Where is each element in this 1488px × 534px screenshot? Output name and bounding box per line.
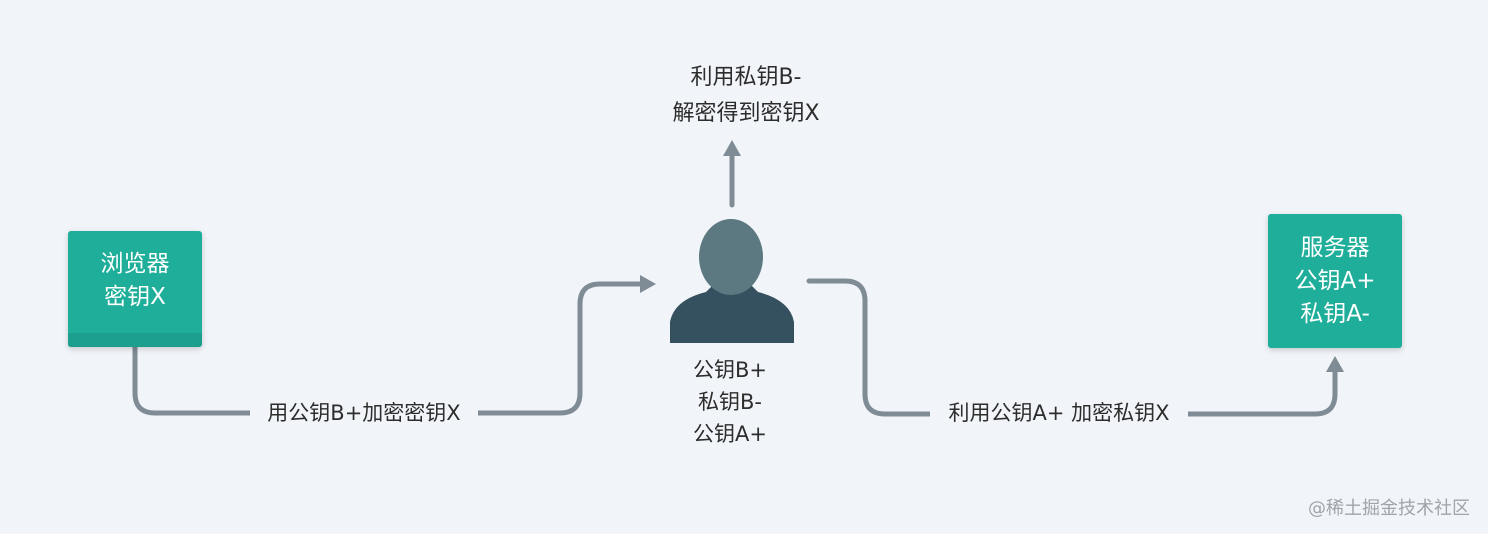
browser-key: 密钥X	[104, 284, 166, 310]
person-key-2: 私钥B-	[698, 390, 762, 414]
top-action-line1: 利用私钥B-	[690, 65, 802, 90]
person-key-1: 公钥B+	[692, 358, 767, 382]
browser-box: 浏览器 密钥X	[68, 231, 202, 347]
connector-arrowhead-server	[1326, 356, 1344, 372]
edge-label-right: 利用公钥A+ 加密私钥X	[930, 397, 1188, 429]
person-icon	[670, 219, 794, 343]
edge-label-left: 用公钥B+加密密钥X	[250, 397, 478, 429]
watermark: @稀土掘金技术社区	[1308, 498, 1470, 519]
server-public-key: 公钥A+	[1294, 267, 1376, 294]
connector-arrowhead-person	[640, 275, 656, 293]
server-title: 服务器	[1300, 234, 1370, 261]
person-keys-label: 公钥B+ 私钥B- 公钥A+	[660, 354, 800, 450]
connector-arrowhead-top	[723, 140, 741, 156]
server-box: 服务器 公钥A+ 私钥A-	[1268, 214, 1402, 348]
server-private-key: 私钥A-	[1300, 300, 1370, 327]
person-key-3: 公钥A+	[693, 422, 767, 446]
browser-title: 浏览器	[100, 251, 170, 277]
connector-browser-to-person	[132, 281, 648, 416]
top-action-line2: 解密得到密钥X	[672, 101, 820, 126]
connector-person-to-server	[806, 278, 1338, 417]
browser-box-band	[68, 333, 202, 347]
top-action-label: 利用私钥B- 解密得到密钥X	[640, 60, 852, 132]
